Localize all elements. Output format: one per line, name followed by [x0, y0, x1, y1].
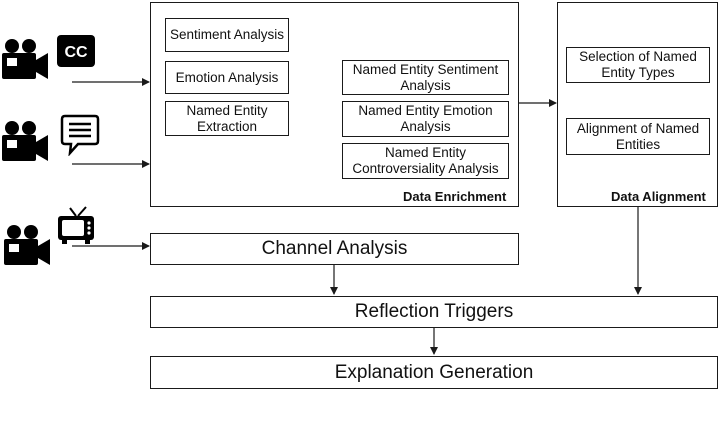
ne-controversiality-line1: Named Entity — [384, 145, 467, 160]
data-alignment-title: Data Alignment — [611, 189, 706, 204]
named-entity-extraction-line2: Extraction — [196, 118, 258, 134]
video-camera-icon — [2, 39, 48, 79]
alignment-line1: Alignment of Named — [576, 120, 700, 136]
emotion-analysis-label: Emotion Analysis — [175, 69, 279, 85]
selection-line2: Entity Types — [601, 65, 675, 80]
ne-emotion-analysis-box: Named Entity Emotion Analysis — [342, 101, 509, 137]
reflection-triggers-label: Reflection Triggers — [354, 301, 514, 322]
ne-emotion-line1: Named Entity Emotion — [358, 103, 493, 118]
channel-analysis-box: Channel Analysis — [150, 233, 519, 265]
emotion-analysis-box: Emotion Analysis — [165, 61, 289, 94]
chat-bubble-icon — [60, 114, 100, 156]
reflection-triggers-box: Reflection Triggers — [150, 296, 718, 328]
ne-controversiality-line2: Controversiality Analysis — [352, 161, 499, 176]
svg-text:CC: CC — [64, 44, 88, 61]
closed-captions-icon: CC — [57, 35, 95, 67]
alignment-named-entities-box: Alignment of Named Entities — [566, 118, 710, 155]
ne-sentiment-line1: Named Entity Sentiment — [352, 61, 499, 77]
sentiment-analysis-label: Sentiment Analysis — [169, 27, 285, 42]
television-icon — [58, 206, 94, 244]
data-alignment-container — [557, 2, 718, 207]
selection-named-entity-types-box: Selection of Named Entity Types — [566, 47, 710, 83]
named-entity-extraction-box: Named Entity Extraction — [165, 101, 289, 136]
channel-analysis-label: Channel Analysis — [261, 238, 408, 259]
alignment-line2: Entities — [615, 136, 661, 152]
ne-sentiment-line2: Analysis — [400, 77, 451, 93]
sentiment-analysis-box: Sentiment Analysis — [165, 18, 289, 52]
named-entity-extraction-line1: Named Entity — [186, 102, 268, 118]
ne-controversiality-analysis-box: Named Entity Controversiality Analysis — [342, 143, 509, 179]
data-enrichment-title: Data Enrichment — [403, 189, 507, 204]
explanation-generation-label: Explanation Generation — [334, 361, 534, 383]
ne-sentiment-analysis-box: Named Entity Sentiment Analysis — [342, 60, 509, 95]
explanation-generation-box: Explanation Generation — [150, 356, 718, 389]
video-camera-icon — [2, 121, 48, 161]
video-camera-icon — [4, 225, 50, 265]
ne-emotion-line2: Analysis — [400, 119, 451, 134]
selection-line1: Selection of Named — [579, 49, 697, 64]
